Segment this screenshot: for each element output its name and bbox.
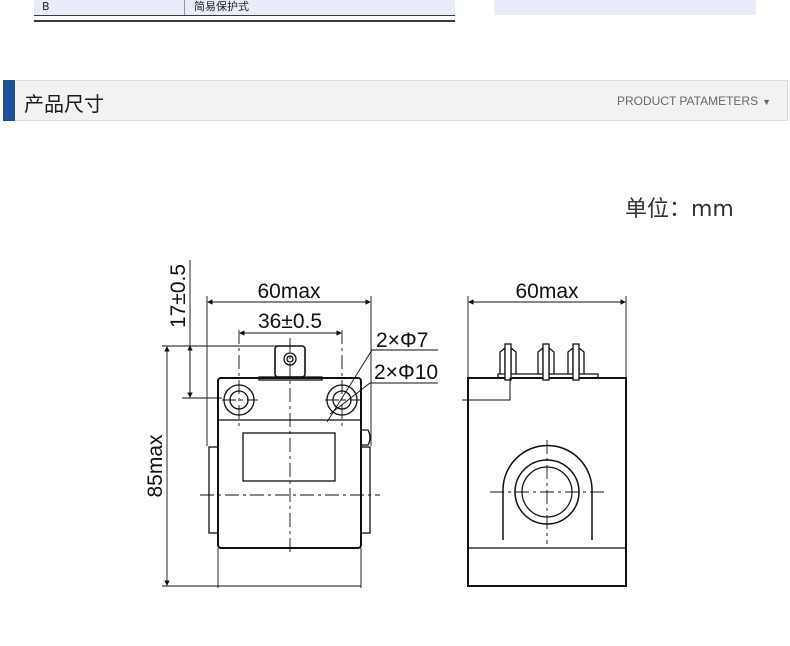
side-panel-fragment bbox=[494, 0, 756, 15]
table-cell-value: 简易保护式 bbox=[194, 0, 249, 13]
side-center-lines bbox=[462, 399, 606, 544]
label-window bbox=[242, 432, 336, 482]
front-width-label: 60max bbox=[257, 280, 321, 303]
hole-spacing-label: 36±0.5 bbox=[258, 310, 322, 333]
right-mount-tab bbox=[360, 446, 371, 534]
front-view bbox=[162, 260, 438, 588]
table-divider bbox=[184, 0, 185, 15]
height-label: 85max bbox=[144, 434, 167, 498]
side-view bbox=[462, 296, 627, 587]
center-lines bbox=[200, 330, 380, 555]
hole-large-leader bbox=[329, 382, 438, 415]
table-cell-label: B bbox=[42, 0, 50, 13]
section-subtitle-text: PRODUCT PATAMETERS bbox=[616, 94, 759, 108]
unit-label: 单位：mm bbox=[625, 197, 734, 222]
side-corner-line bbox=[468, 378, 511, 401]
hole-small-label: 2×Φ7 bbox=[376, 329, 428, 352]
side-width-label: 60max bbox=[515, 280, 579, 303]
triangle-down-icon: ▼ bbox=[762, 97, 771, 107]
hole-large-label: 2×Φ10 bbox=[374, 361, 438, 384]
left-mount-tab bbox=[208, 446, 219, 534]
side-body bbox=[467, 377, 627, 587]
section-subtitle: PRODUCT PATAMETERS▼ bbox=[617, 94, 771, 108]
table-row: B 简易保护式 bbox=[34, 0, 455, 16]
section-title: 产品尺寸 bbox=[24, 92, 104, 116]
spec-table-fragment: B 简易保护式 bbox=[34, 0, 455, 22]
side-screw bbox=[361, 429, 371, 446]
plunger-height-label: 17±0.5 bbox=[167, 264, 190, 328]
section-header: 产品尺寸 PRODUCT PATAMETERS▼ bbox=[3, 80, 788, 121]
extension-lines bbox=[162, 296, 372, 588]
terminals bbox=[499, 343, 585, 381]
conduit-hub bbox=[502, 444, 593, 540]
section-accent-bar bbox=[3, 80, 15, 121]
switch-body bbox=[217, 377, 362, 549]
hole-small-leader bbox=[326, 349, 438, 423]
